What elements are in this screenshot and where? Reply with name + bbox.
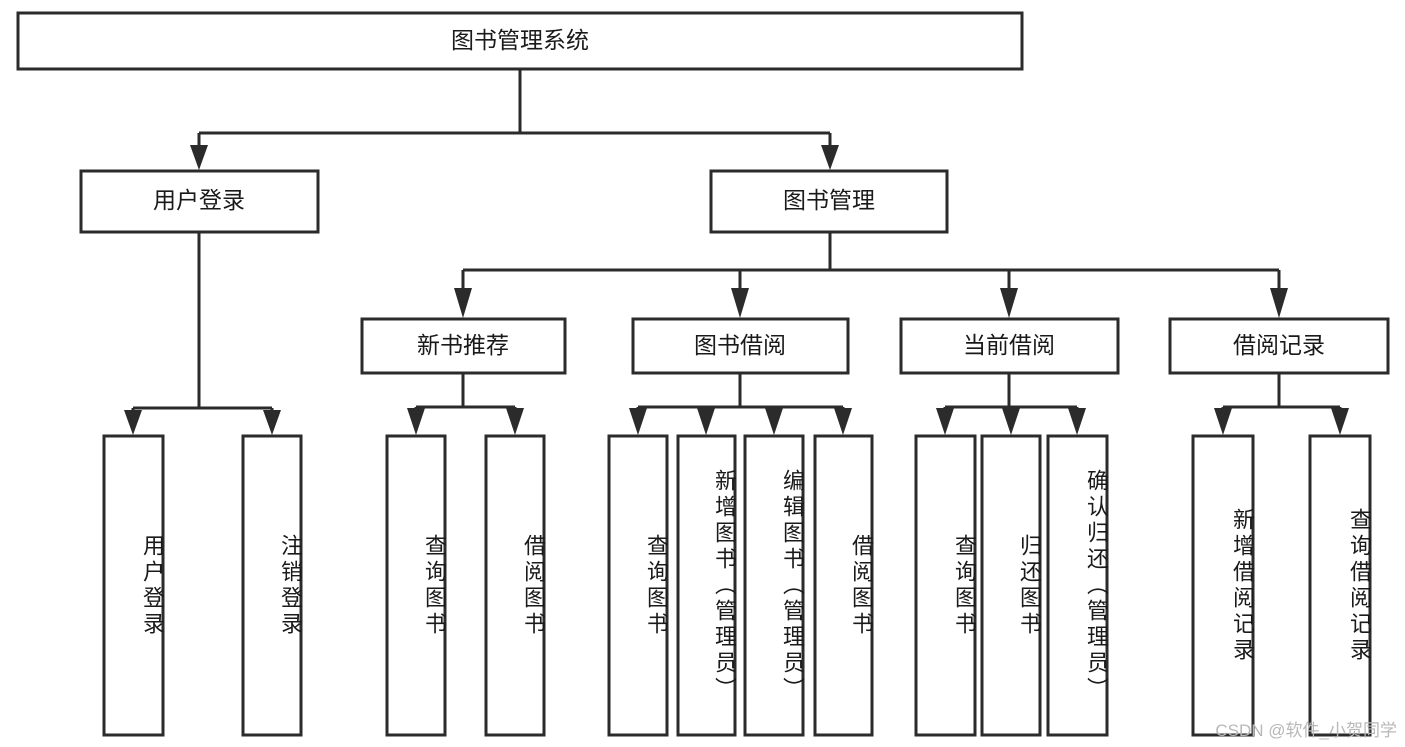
- arrowhead-leaf-user-login: [124, 410, 142, 435]
- node-box-leaf-query-book-bb[interactable]: [607, 434, 669, 737]
- arrowhead-cb-confirm-return: [1068, 408, 1086, 435]
- node-box-leaf-query-book-nbr[interactable]: [385, 434, 447, 737]
- arrowhead-book-mgmt: [821, 145, 839, 170]
- arrowhead-br-query-record: [1331, 408, 1349, 435]
- node-box-leaf-user-login[interactable]: [102, 434, 165, 737]
- arrowhead-leaf-logout: [263, 410, 281, 435]
- node-box-user-login[interactable]: [79, 169, 320, 234]
- arrowhead-cb-query-book: [936, 408, 954, 435]
- label-new-book-recommend: 新书推荐: [417, 332, 509, 358]
- label-book-borrow: 图书借阅: [694, 332, 786, 358]
- node-box-layer: [16, 11, 1390, 737]
- label-book-management: 图书管理: [783, 187, 875, 213]
- node-box-new-book-recommend[interactable]: [360, 317, 567, 375]
- node-box-borrow-record[interactable]: [1168, 317, 1390, 375]
- arrowhead-current-borrow: [1000, 288, 1018, 318]
- node-box-leaf-confirm-return-admin[interactable]: [1046, 434, 1109, 737]
- node-box-leaf-return-book[interactable]: [980, 434, 1042, 737]
- node-box-book-management[interactable]: [709, 169, 949, 234]
- node-box-leaf-add-borrow-record[interactable]: [1191, 434, 1255, 737]
- node-box-root[interactable]: [16, 11, 1024, 71]
- label-user-login: 用户登录: [153, 187, 245, 213]
- horizontal-label-layer: 图书管理系统 用户登录 图书管理 新书推荐 图书借阅 当前借阅 借阅记录: [153, 27, 1325, 358]
- node-box-book-borrow[interactable]: [631, 317, 850, 375]
- arrowhead-bb-borrow-book: [834, 408, 852, 435]
- node-box-leaf-edit-book-admin[interactable]: [743, 434, 805, 737]
- arrowhead-br-add-record: [1214, 408, 1232, 435]
- arrowhead-bb-add-book: [697, 408, 715, 435]
- label-root: 图书管理系统: [451, 27, 589, 53]
- label-borrow-record: 借阅记录: [1233, 332, 1325, 358]
- arrowhead-new-book-rec: [454, 288, 472, 318]
- arrowhead-bb-query-book: [629, 408, 647, 435]
- arrowhead-user-login: [190, 145, 208, 170]
- node-box-leaf-query-borrow-record[interactable]: [1308, 434, 1372, 737]
- arrowhead-cb-return-book: [1002, 408, 1020, 435]
- arrowhead-nbr-borrow-book: [506, 408, 524, 435]
- node-box-leaf-query-book-cb[interactable]: [914, 434, 977, 737]
- node-box-leaf-borrow-book-bb[interactable]: [813, 434, 874, 737]
- arrowhead-nbr-query-book: [407, 408, 425, 435]
- arrowhead-book-borrow: [731, 288, 749, 318]
- watermark-text: CSDN @软件_小贺同学: [1215, 721, 1397, 740]
- label-current-borrow: 当前借阅: [963, 332, 1055, 358]
- node-box-leaf-add-book-admin[interactable]: [676, 434, 737, 737]
- node-box-current-borrow[interactable]: [899, 317, 1120, 375]
- node-box-leaf-logout[interactable]: [241, 434, 303, 737]
- arrowhead-bb-edit-book: [765, 408, 783, 435]
- node-box-leaf-borrow-book-nbr[interactable]: [484, 434, 546, 737]
- arrowhead-borrow-record: [1270, 288, 1288, 318]
- connector-layer: [124, 69, 1349, 435]
